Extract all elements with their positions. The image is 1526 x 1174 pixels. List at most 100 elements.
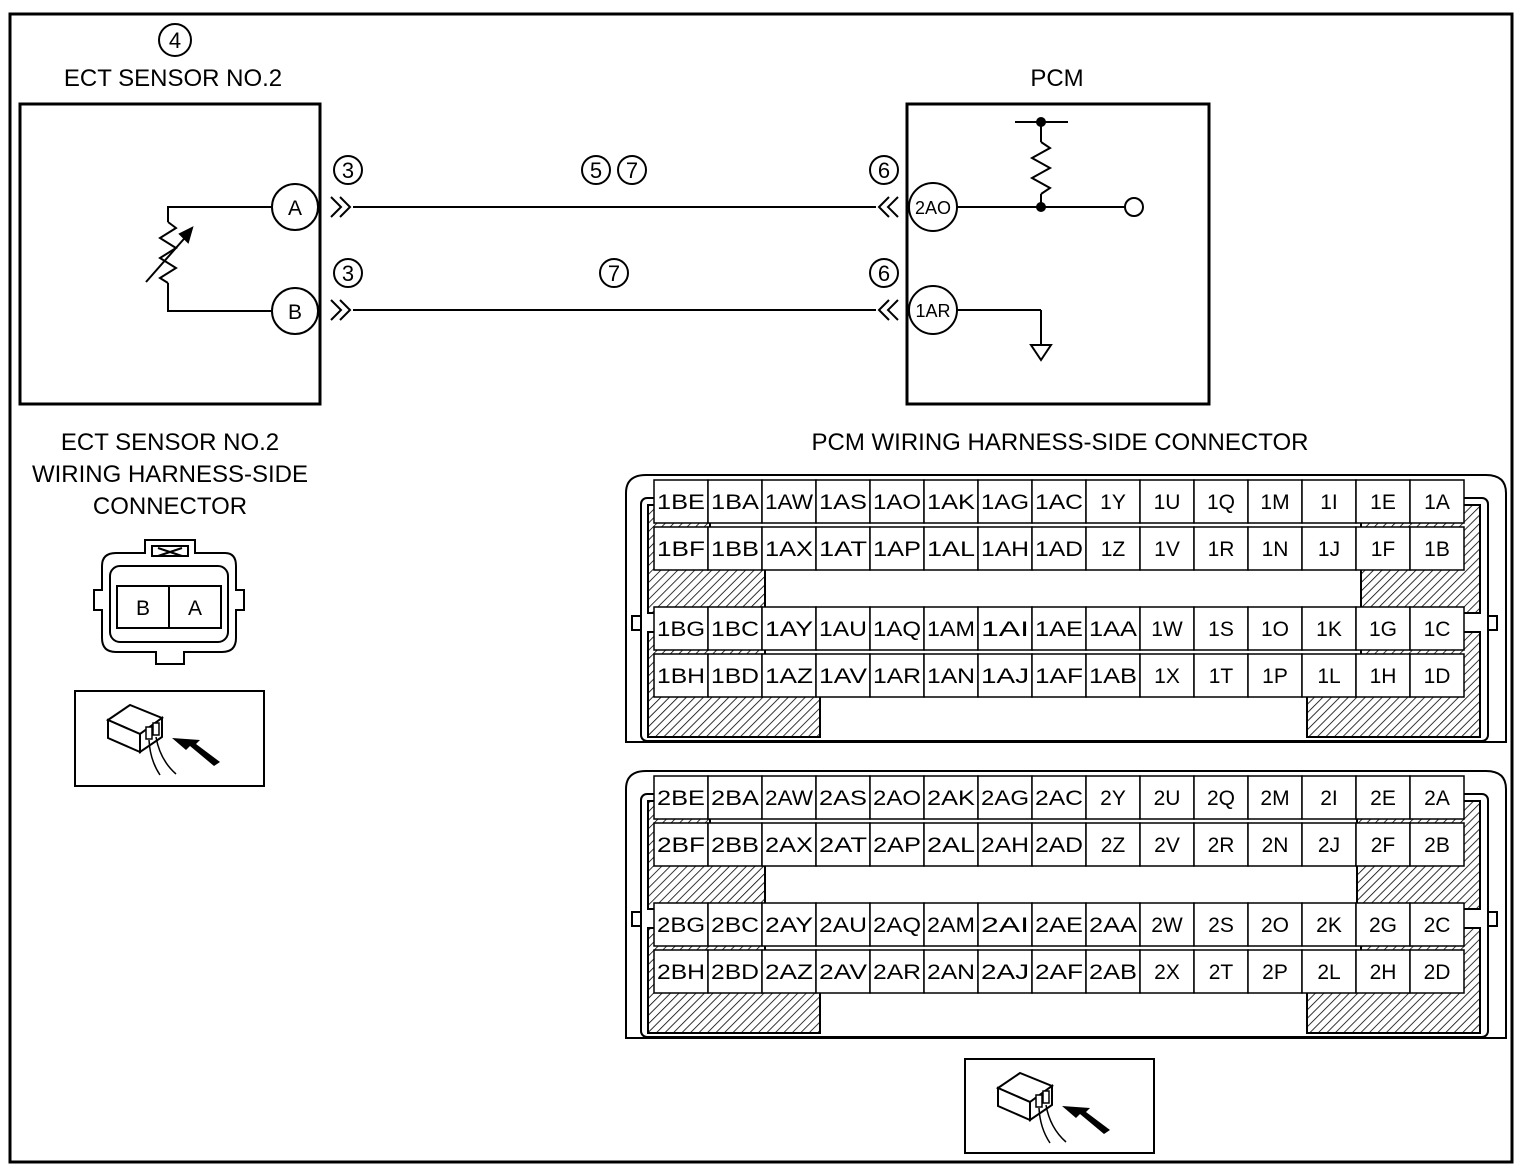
svg-text:2AO: 2AO [915,198,951,218]
connector-pin-label: 2R [1208,834,1235,857]
connector-pin-label: 1BD [711,665,759,688]
connector-pin-cell [1409,822,1465,867]
connector-pin-cell [761,822,817,867]
connector-pin-cell [1139,902,1195,947]
connector-pin-label: 1AR [873,665,921,688]
connector-pin-label: 2Y [1100,787,1126,810]
connector-pin-cell [869,653,925,698]
connector-pin-cell [653,902,709,947]
connector-side-notch [631,615,642,631]
connector-pin-cell [1247,775,1303,820]
callout-6-upper: 6 [869,155,899,185]
connector-pin-label: 1AI [981,618,1029,641]
pcm-junction-dot [1036,202,1046,212]
connector-pin-label: 1AT [819,538,867,561]
connector-pin-label: 2P [1262,961,1288,984]
pcm-pin-2ao: 2AO [908,182,958,232]
connector-pin-label: 1U [1154,491,1181,514]
connector-pin-cell [869,822,925,867]
connector-pin-cell [1355,653,1411,698]
connector-pin-cell [923,653,979,698]
connector-pin-cell [653,822,709,867]
sensor-connector-marks [330,196,352,321]
connector-pin-label: 2AE [1035,914,1083,937]
connector-pin-label: 1O [1261,618,1289,641]
connector-pin-label: 2AK [927,787,975,810]
connector-pin-label: 1P [1262,665,1288,688]
connector-pin-cell [869,526,925,571]
connector-pin-label: 2AT [819,834,867,857]
connector-pin-label: 1C [1424,618,1451,641]
connector-pin-label: 1BA [711,491,759,514]
connector-pin-cell [1301,775,1357,820]
connector-pin-label: 1W [1151,618,1183,641]
connector-pin-label: 2G [1369,914,1397,937]
connector-pin-cell [869,479,925,524]
connector-pin-cell [1031,822,1087,867]
connector-pin-cell [1301,653,1357,698]
connector-pin-label: 2AI [981,914,1029,937]
connector-pin-cell [815,479,871,524]
connector-pin-label: 1AN [927,665,975,688]
connector-pin-label: 1F [1371,538,1396,561]
connector-pin-cell [1193,606,1249,651]
connector-pin-label: 2AG [981,787,1029,810]
callout-7-lower: 7 [599,258,629,288]
callout-3-lower: 3 [333,258,363,288]
connector-pin-label: 1AU [819,618,867,641]
ect-harness-connector [93,539,245,665]
connector-pin-label: 1AW [765,491,813,514]
connector-pin-cell [1409,526,1465,571]
connector-pin-cell [1031,775,1087,820]
connector-pin-label: 2U [1154,787,1181,810]
connector-pin-cell [761,606,817,651]
connector-pin-cell [815,775,871,820]
connector-pin-label: 2AC [1035,787,1083,810]
connector-pin-cell [707,479,763,524]
connector-pin-cell [923,902,979,947]
connector-pin-label: 1AM [927,618,975,641]
connector-pin-cell [653,775,709,820]
connector-pin-cell [1193,949,1249,994]
connector-pin-label: 2BG [657,914,705,937]
pcm-view-indicator-icon [964,1058,1155,1154]
connector-pin-label: 2AA [1089,914,1137,937]
connector-pin-cell [707,902,763,947]
ect-harness-title-line2: WIRING HARNESS-SIDE [32,461,308,488]
ect-sensor-callout: 4 [158,23,192,57]
connector-side-notch [1487,911,1498,927]
connector-pin-cell [1301,526,1357,571]
connector-pin-cell [869,606,925,651]
callout-6-lower: 6 [869,258,899,288]
connector-pin-label: 1V [1154,538,1180,561]
connector-pin-label: 1J [1318,538,1340,561]
svg-text:5: 5 [590,158,602,183]
connector-pin-label: 1AE [1035,618,1083,641]
connector-pin-cell [977,526,1033,571]
ect-harness-title-line3: CONNECTOR [93,493,247,520]
connector-pin-label: 1D [1424,665,1451,688]
connector-pin-label: 1BH [657,665,705,688]
connector-pin-label: 2AQ [873,914,921,937]
connector-pin-label: 2Z [1101,834,1126,857]
connector-pin-label: 2I [1320,787,1338,810]
connector-housing [625,770,1507,1039]
ect-connector-pin-a: A [188,597,202,620]
connector-pin-label: 2AV [819,961,867,984]
connector-pin-label: 1AO [873,491,921,514]
ect-view-indicator-icon [74,690,265,787]
connector-pin-label: 2BH [657,961,705,984]
connector-pin-label: 1AS [819,491,867,514]
connector-pin-cell [815,949,871,994]
connector-pin-cell [1409,949,1465,994]
connector-pin-label: 1L [1317,665,1340,688]
connector-pin-cell [923,775,979,820]
connector-pin-cell [1355,949,1411,994]
connector-pin-label: 1T [1209,665,1234,688]
connector-pin-label: 1Q [1207,491,1235,514]
connector-pin-cell [653,479,709,524]
connector-pin-label: 1R [1208,538,1235,561]
connector-pin-label: 1Y [1100,491,1126,514]
connector-pin-label: 2AU [819,914,867,937]
connector-side-notch [1487,615,1498,631]
